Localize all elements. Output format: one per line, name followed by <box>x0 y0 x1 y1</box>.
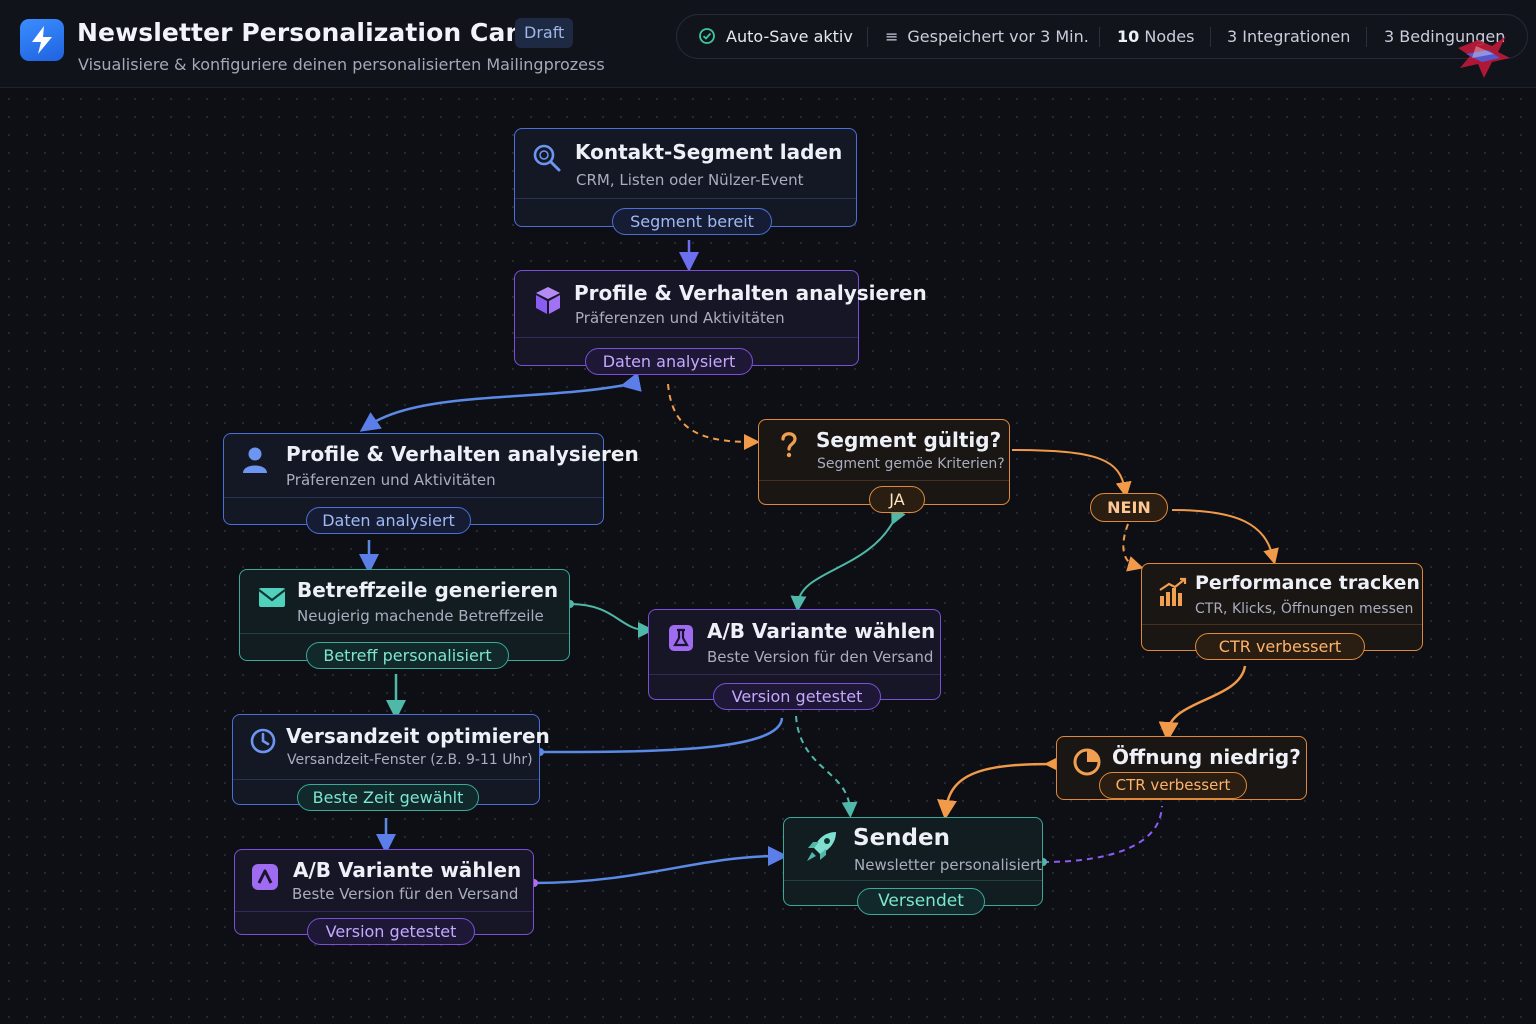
edge-ab2-to-send <box>533 846 788 885</box>
ab-icon <box>252 864 278 890</box>
node-title: A/B Variante wählen <box>707 619 936 643</box>
node-title: Versandzeit optimieren <box>286 724 550 748</box>
node-profile-analyze[interactable]: Profile & Verhalten analysieren Präferen… <box>514 270 927 375</box>
edge-openlow-to-send <box>937 753 1065 820</box>
status-pill: CTR verbessert <box>1099 772 1247 799</box>
edge-performance-to-openlow <box>1158 665 1247 742</box>
node-subtitle: Newsletter personalisiert <box>854 856 1043 874</box>
node-segment-valid[interactable]: Segment gültig? Segment gemöe Kriterien?… <box>758 419 1010 513</box>
edge-nein-to-performance <box>1171 509 1279 565</box>
edge-profile-to-profile <box>359 372 642 432</box>
node-profile-analyze-2[interactable]: Profile & Verhalten analysieren Präferen… <box>223 433 639 534</box>
node-subtitle: Beste Version für den Versand <box>707 648 934 666</box>
status-bar: Auto-Save aktiv ≡Gespeichert vor 3 Min. … <box>676 14 1528 59</box>
edge-sendtime-to-ab <box>539 717 784 754</box>
autosave-label: Auto-Save aktiv <box>726 27 853 46</box>
status-pill: Daten analysiert <box>585 348 753 375</box>
edge-validation-to-nein <box>1011 449 1132 498</box>
edge-ab-to-send <box>795 715 858 818</box>
edge-subject-to-ab <box>569 603 654 638</box>
status-pill: Beste Zeit gewählt <box>297 784 479 811</box>
node-subject-generate[interactable]: Betreffzeile generieren Neugierig machen… <box>239 569 570 669</box>
integrations-count: 3 Integrationen <box>1227 27 1351 46</box>
node-subtitle: Präferenzen und Aktivitäten <box>575 309 785 327</box>
node-performance-track[interactable]: Performance tracken CTR, Klicks, Öffnung… <box>1141 563 1423 660</box>
status-pill: Daten analysiert <box>306 507 471 534</box>
node-ab-variant[interactable]: A/B Variante wählen Beste Version für de… <box>648 609 941 710</box>
nodes-count-value: 10 <box>1117 27 1140 46</box>
edge-profile-to-validation <box>667 383 760 450</box>
page-title: Newsletter Personalization Canvas <box>77 18 572 47</box>
search-icon <box>533 144 561 172</box>
node-subtitle: CRM, Listen oder Nülzer-Event <box>576 171 804 189</box>
node-subtitle: Segment gemöe Kriterien? <box>817 456 1005 472</box>
bar-chart-icon <box>1159 577 1187 606</box>
mail-icon <box>258 588 286 607</box>
no-branch-pill[interactable]: NEIN <box>1090 493 1168 522</box>
status-badge: Draft <box>515 18 574 48</box>
yes-branch-pill[interactable]: JA <box>869 486 925 513</box>
node-subtitle: Präferenzen und Aktivitäten <box>286 471 496 489</box>
status-pill: Betreff personalisiert <box>306 642 509 669</box>
cube-icon <box>536 287 560 314</box>
nodes-count-label: Nodes <box>1144 27 1195 46</box>
saved-label: Gespeichert vor 3 Min. <box>907 27 1089 46</box>
check-circle-icon <box>699 28 715 44</box>
page-subtitle: Visualisiere & konfiguriere deinen perso… <box>78 55 605 74</box>
edge-send-to-openlow <box>1042 805 1163 863</box>
app-header: Newsletter Personalization Canvas Draft … <box>0 0 1536 88</box>
autosave-status[interactable]: Auto-Save aktiv <box>698 15 853 58</box>
clock-icon <box>250 728 276 754</box>
menu-lines-icon: ≡ <box>885 27 899 46</box>
node-title: Profile & Verhalten analysieren <box>286 442 639 466</box>
node-subtitle: Versandzeit-Fenster (z.B. 9-11 Uhr) <box>287 752 533 768</box>
status-pill: Version getestet <box>713 683 881 710</box>
node-segment-load[interactable]: Kontakt-Segment laden CRM, Listen oder N… <box>514 128 857 235</box>
question-icon <box>781 432 797 458</box>
node-subtitle: Beste Version für den Versand <box>292 885 519 903</box>
node-title: Öffnung niedrig? <box>1112 745 1301 769</box>
node-subtitle: CTR, Klicks, Öffnungen messen <box>1195 601 1414 617</box>
node-send[interactable]: Senden Newsletter personalisiert Versend… <box>783 817 1043 915</box>
status-pill: Version getestet <box>307 918 475 945</box>
rocket-icon <box>807 832 836 861</box>
node-title: Betreffzeile generieren <box>297 578 559 602</box>
node-ab-variant-2[interactable]: A/B Variante wählen Beste Version für de… <box>234 849 534 945</box>
node-title: Performance tracken <box>1195 572 1420 594</box>
user-icon <box>243 447 267 473</box>
flask-icon <box>669 625 693 651</box>
saved-status: ≡ Gespeichert vor 3 Min. <box>885 15 1089 58</box>
node-title: Segment gültig? <box>816 428 1002 452</box>
node-send-time[interactable]: Versandzeit optimieren Versandzeit-Fenst… <box>232 714 550 811</box>
lightning-icon[interactable] <box>20 19 64 61</box>
node-open-low[interactable]: Öffnung niedrig? CTR verbessert <box>1056 736 1307 800</box>
pie-chart-icon <box>1073 748 1101 776</box>
mascot-icon <box>1458 36 1510 78</box>
node-title: A/B Variante wählen <box>293 858 522 882</box>
node-title: Kontakt-Segment laden <box>575 140 843 164</box>
edge-ja-to-ab <box>790 507 906 612</box>
nodes-count: 10 Nodes <box>1117 15 1195 58</box>
status-pill: Versendet <box>857 888 985 915</box>
status-pill: Segment bereit <box>612 208 772 235</box>
node-title: Senden <box>853 825 950 851</box>
node-subtitle: Neugierig machende Betreffzeile <box>297 607 544 625</box>
node-title: Profile & Verhalten analysieren <box>574 281 927 305</box>
status-pill: CTR verbessert <box>1195 633 1365 660</box>
edge-nein-to-performance-dashed <box>1122 523 1144 572</box>
